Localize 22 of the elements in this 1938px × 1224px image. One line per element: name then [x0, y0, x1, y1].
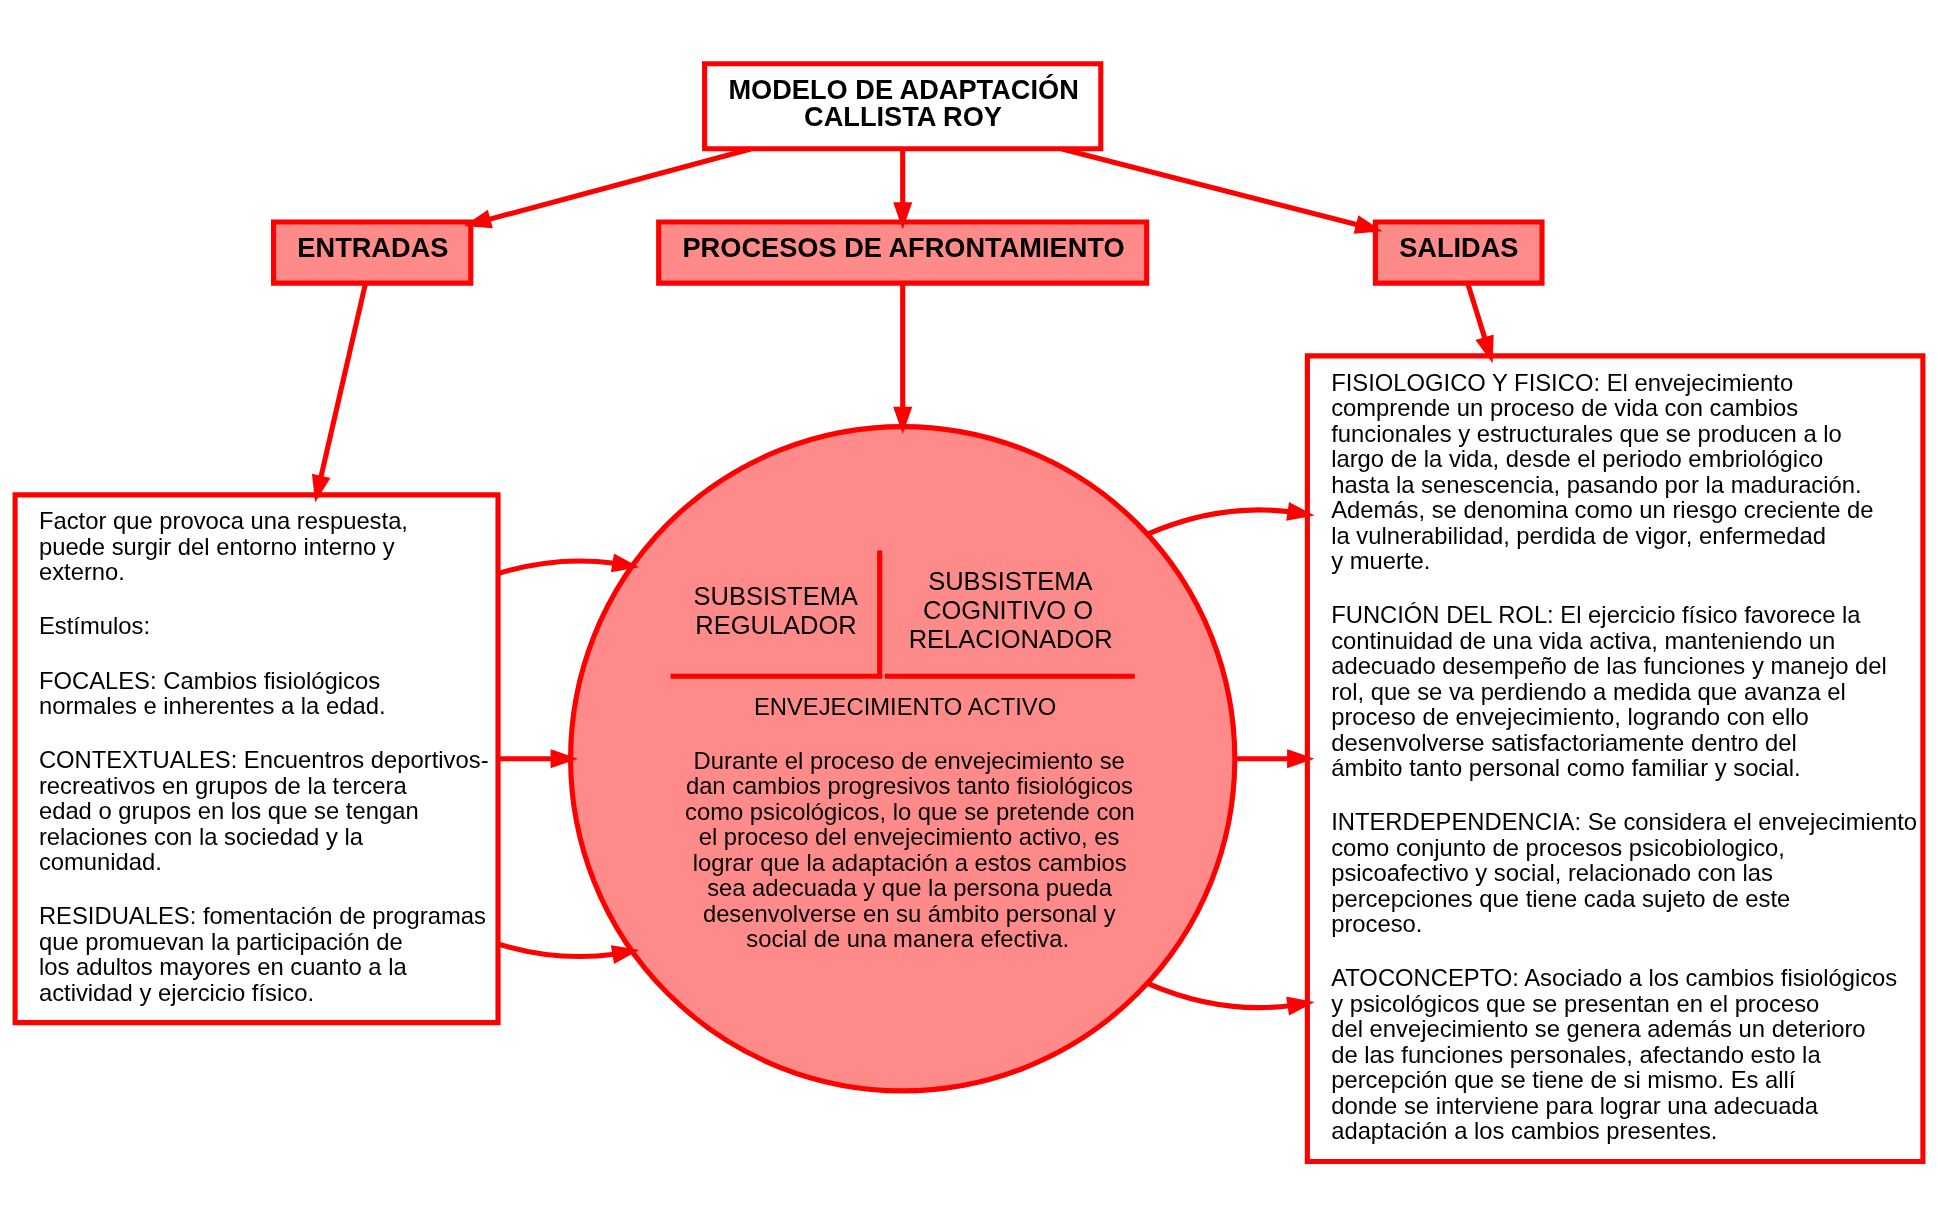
arrow	[498, 748, 578, 768]
arrow	[311, 282, 368, 502]
arrow	[1234, 748, 1315, 768]
arrow	[893, 148, 913, 230]
arrow	[497, 552, 640, 576]
node-box: PROCESOS DE AFRONTAMIENTO	[656, 218, 1150, 286]
arrow	[464, 145, 752, 228]
node-text: ENVEJECIMIENTO ACTIVO Durante el proceso de envejecimiento se dan cambios progresivos tanto fisiológicos como psicológicos, lo que se pretende con el proceso del envejecimiento activo, es lograr que la adaptación a estos cambios sea adecuada y que la persona pueda desenvolverse en su ámbito personal y social de una manera efectiva.	[685, 692, 1135, 952]
node-box: Factor que provoca una respuesta, puede surgir del entorno interno y externo. Estímulos: FOCALES: Cambios fisiológicos normales e inherentes a la edad. CONTEXTUALES: Encuentros deportivos-recreativos en grupos de la tercera edad o grupos en los que se tengan relaciones con la sociedad y la comunidad. RESIDUALES: fomentación de programas que promuevan la participación de los adultos mayores en cuanto a la actividad y ejercicio físico.	[12, 491, 501, 1025]
arrow	[1146, 980, 1315, 1015]
arrow	[893, 282, 913, 434]
node-box: MODELO DE ADAPTACIÓN CALLISTA ROY	[702, 60, 1104, 151]
arrow	[1061, 145, 1383, 234]
node-text: SUBSISTEMA COGNITIVO O RELACIONADOR	[908, 566, 1113, 653]
arrow	[497, 941, 640, 964]
cluster	[568, 423, 1238, 1093]
node-box: FISIOLOGICO Y FISICO: El envejecimiento comprende un proceso de vida con cambios funcionales y estructurales que se producen a lo largo de la vida, desde el periodo embriológico hasta la senescencia, pasando por la maduración. Además, se denomina como un riesgo creciente de la vulnerabilidad, perdida de vigor, enfermedad y muerte. FUNCIÓN DEL ROL: El ejercicio físico favorece la continuidad de una vida activa, manteniendo un adecuado desempeño de las funciones y manejo del rol, que se va perdiendo a medida que avanza el proceso de envejecimiento, logrando con ello desenvolverse satisfactoriamente dentro del ámbito tanto personal como familiar y social. INTERDEPENDENCIA: Se considera el envejecimiento como conjunto de procesos psicobiologico, psicoafectivo y social, relacionado con las percepciones que tiene cada sujeto de este proceso. ATOCONCEPTO: Asociado a los cambios fisiológicos y psicológicos que se presentan en el proceso del envejecimiento se genera además un deterioro de las funciones personales, afectando esto la percepción que se tiene de si mismo. Es allí donde se interviene para lograr una adecuada adaptación a los cambios presentes.	[1304, 352, 1926, 1164]
node-text: SUBSISTEMA REGULADOR	[693, 581, 858, 639]
arrow	[1465, 282, 1494, 363]
node-box: ENTRADAS	[271, 218, 474, 286]
node-box: SALIDAS	[1372, 218, 1545, 286]
arrow	[1146, 501, 1315, 536]
